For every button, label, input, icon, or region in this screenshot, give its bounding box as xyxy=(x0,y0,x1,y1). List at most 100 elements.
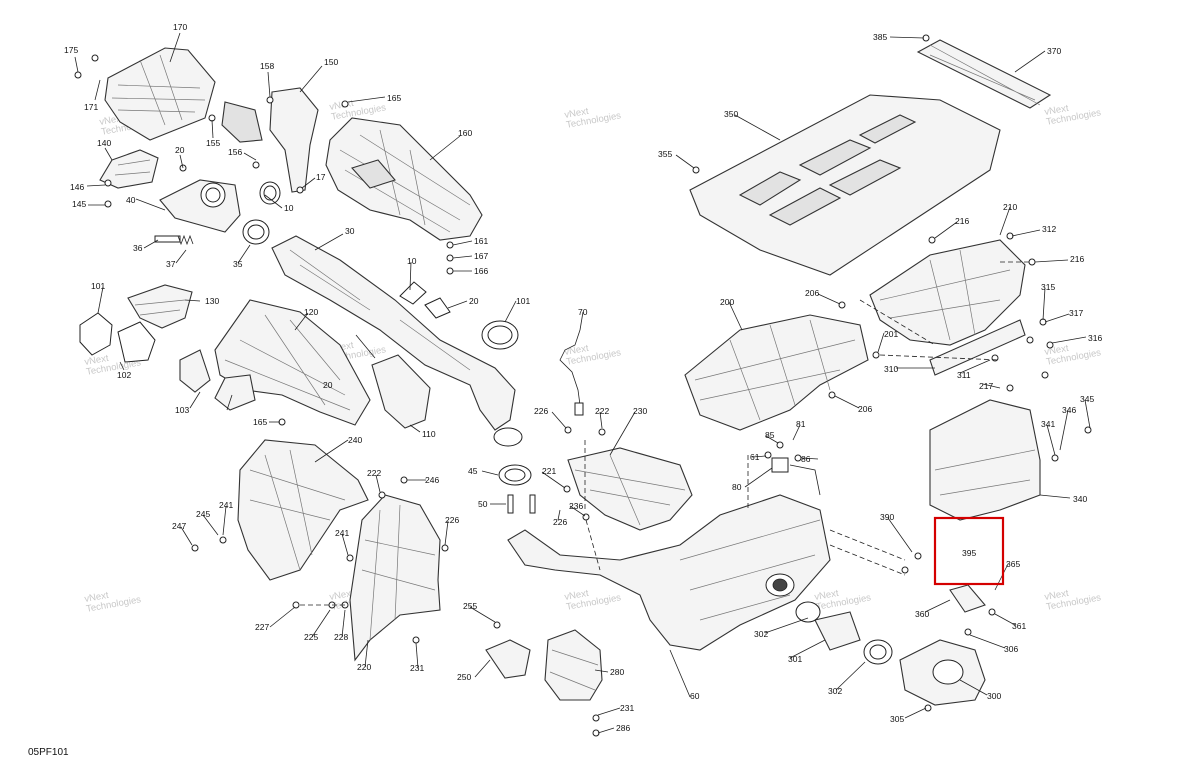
callout-231: 231 xyxy=(410,663,424,673)
part-370-bracket xyxy=(916,39,1052,109)
callout-280: 280 xyxy=(610,667,624,677)
callout-206b: 206 xyxy=(858,404,872,414)
callout-210: 210 xyxy=(1003,202,1017,212)
callout-230: 230 xyxy=(633,406,647,416)
callout-222b: 222 xyxy=(367,468,381,478)
watermark-line1: vNext xyxy=(1044,588,1070,603)
watermark-line1: vNext xyxy=(814,588,840,603)
callout-166: 166 xyxy=(474,266,488,276)
callout-302: 302 xyxy=(754,629,768,639)
callout-61: 61 xyxy=(750,452,760,462)
callout-45: 45 xyxy=(468,466,478,476)
part-220-shield xyxy=(349,494,441,662)
callout-312: 312 xyxy=(1042,224,1056,234)
part-40-manifold xyxy=(159,179,241,233)
watermark-line1: vNext xyxy=(84,590,110,605)
part-302-gasket xyxy=(863,639,893,665)
callout-317: 317 xyxy=(1069,308,1083,318)
callout-360: 360 xyxy=(915,609,929,619)
part-200-heat-shield xyxy=(684,314,869,431)
callout-103: 103 xyxy=(175,405,189,415)
callout-20b: 20 xyxy=(469,296,479,306)
callout-101: 101 xyxy=(516,296,530,306)
part-35-ring xyxy=(242,219,270,245)
callout-226b: 226 xyxy=(553,517,567,527)
part-210-heat-shield xyxy=(869,239,1026,346)
part-80-hanger xyxy=(771,457,821,496)
watermark-line1: vNext xyxy=(84,353,110,368)
callout-236: 236 xyxy=(569,501,583,511)
callout-35: 35 xyxy=(233,259,243,269)
part-60-muffler xyxy=(507,494,831,651)
part-350-skid-plate xyxy=(689,94,1001,276)
callout-60: 60 xyxy=(690,691,700,701)
callout-246: 246 xyxy=(425,475,439,485)
diagram-code: 05PF101 xyxy=(28,747,69,758)
callout-370: 370 xyxy=(1047,46,1061,56)
callout-226: 226 xyxy=(534,406,548,416)
callout-101b: 101 xyxy=(91,281,105,291)
callout-145: 145 xyxy=(72,199,86,209)
watermark-line1: vNext xyxy=(1044,103,1070,118)
part-101-clamp xyxy=(481,320,519,350)
watermark-line1: vNext xyxy=(564,588,590,603)
callout-216b: 216 xyxy=(1070,254,1084,264)
part-101-102-gaskets xyxy=(79,312,156,363)
part-230-shield xyxy=(567,447,693,531)
callout-206: 206 xyxy=(805,288,819,298)
part-10-gasket xyxy=(259,181,281,205)
part-250-bracket xyxy=(485,639,531,679)
callout-20c: 20 xyxy=(323,380,333,390)
callout-150: 150 xyxy=(324,57,338,67)
callout-395: 395 xyxy=(962,548,976,558)
part-36-37-bolt-spring xyxy=(154,234,194,246)
callout-250: 250 xyxy=(457,672,471,682)
part-20-flange xyxy=(424,297,451,319)
highlight-box-395 xyxy=(933,516,1005,586)
callout-156: 156 xyxy=(228,147,242,157)
callout-221: 221 xyxy=(542,466,556,476)
callout-226c: 226 xyxy=(445,515,459,525)
callout-161: 161 xyxy=(474,236,488,246)
callout-225: 225 xyxy=(304,632,318,642)
callout-201: 201 xyxy=(884,329,898,339)
callout-81: 81 xyxy=(796,419,806,429)
part-310-bracket xyxy=(929,319,1026,376)
callout-241: 241 xyxy=(219,500,233,510)
callout-158: 158 xyxy=(260,61,274,71)
callout-140: 140 xyxy=(97,138,111,148)
callout-130: 130 xyxy=(205,296,219,306)
callout-175: 175 xyxy=(64,45,78,55)
part-10-gasket-b xyxy=(399,281,427,305)
part-160-manifold-shield xyxy=(325,117,483,241)
callout-10b: 10 xyxy=(407,256,417,266)
callout-85: 85 xyxy=(765,430,775,440)
part-140-shield xyxy=(99,149,159,189)
leader-lines xyxy=(74,32,1091,734)
callout-345: 345 xyxy=(1080,394,1094,404)
part-280-shield xyxy=(544,629,603,701)
watermark-line1: vNext xyxy=(564,343,590,358)
callout-228: 228 xyxy=(334,632,348,642)
callout-37: 37 xyxy=(166,259,176,269)
part-150-bracket xyxy=(221,87,319,193)
callout-80: 80 xyxy=(732,482,742,492)
callout-120: 120 xyxy=(304,307,318,317)
callout-220: 220 xyxy=(357,662,371,672)
callout-361: 361 xyxy=(1012,621,1026,631)
callout-245: 245 xyxy=(196,509,210,519)
callout-302b: 302 xyxy=(828,686,842,696)
callout-385: 385 xyxy=(873,32,887,42)
part-103-shield xyxy=(179,349,256,411)
callout-30: 30 xyxy=(345,226,355,236)
callout-315: 315 xyxy=(1041,282,1055,292)
callout-110: 110 xyxy=(422,429,436,439)
callout-311: 311 xyxy=(957,370,971,380)
callout-227: 227 xyxy=(255,622,269,632)
callout-306: 306 xyxy=(1004,644,1018,654)
callout-310: 310 xyxy=(884,364,898,374)
callout-50: 50 xyxy=(478,499,488,509)
callout-316: 316 xyxy=(1088,333,1102,343)
